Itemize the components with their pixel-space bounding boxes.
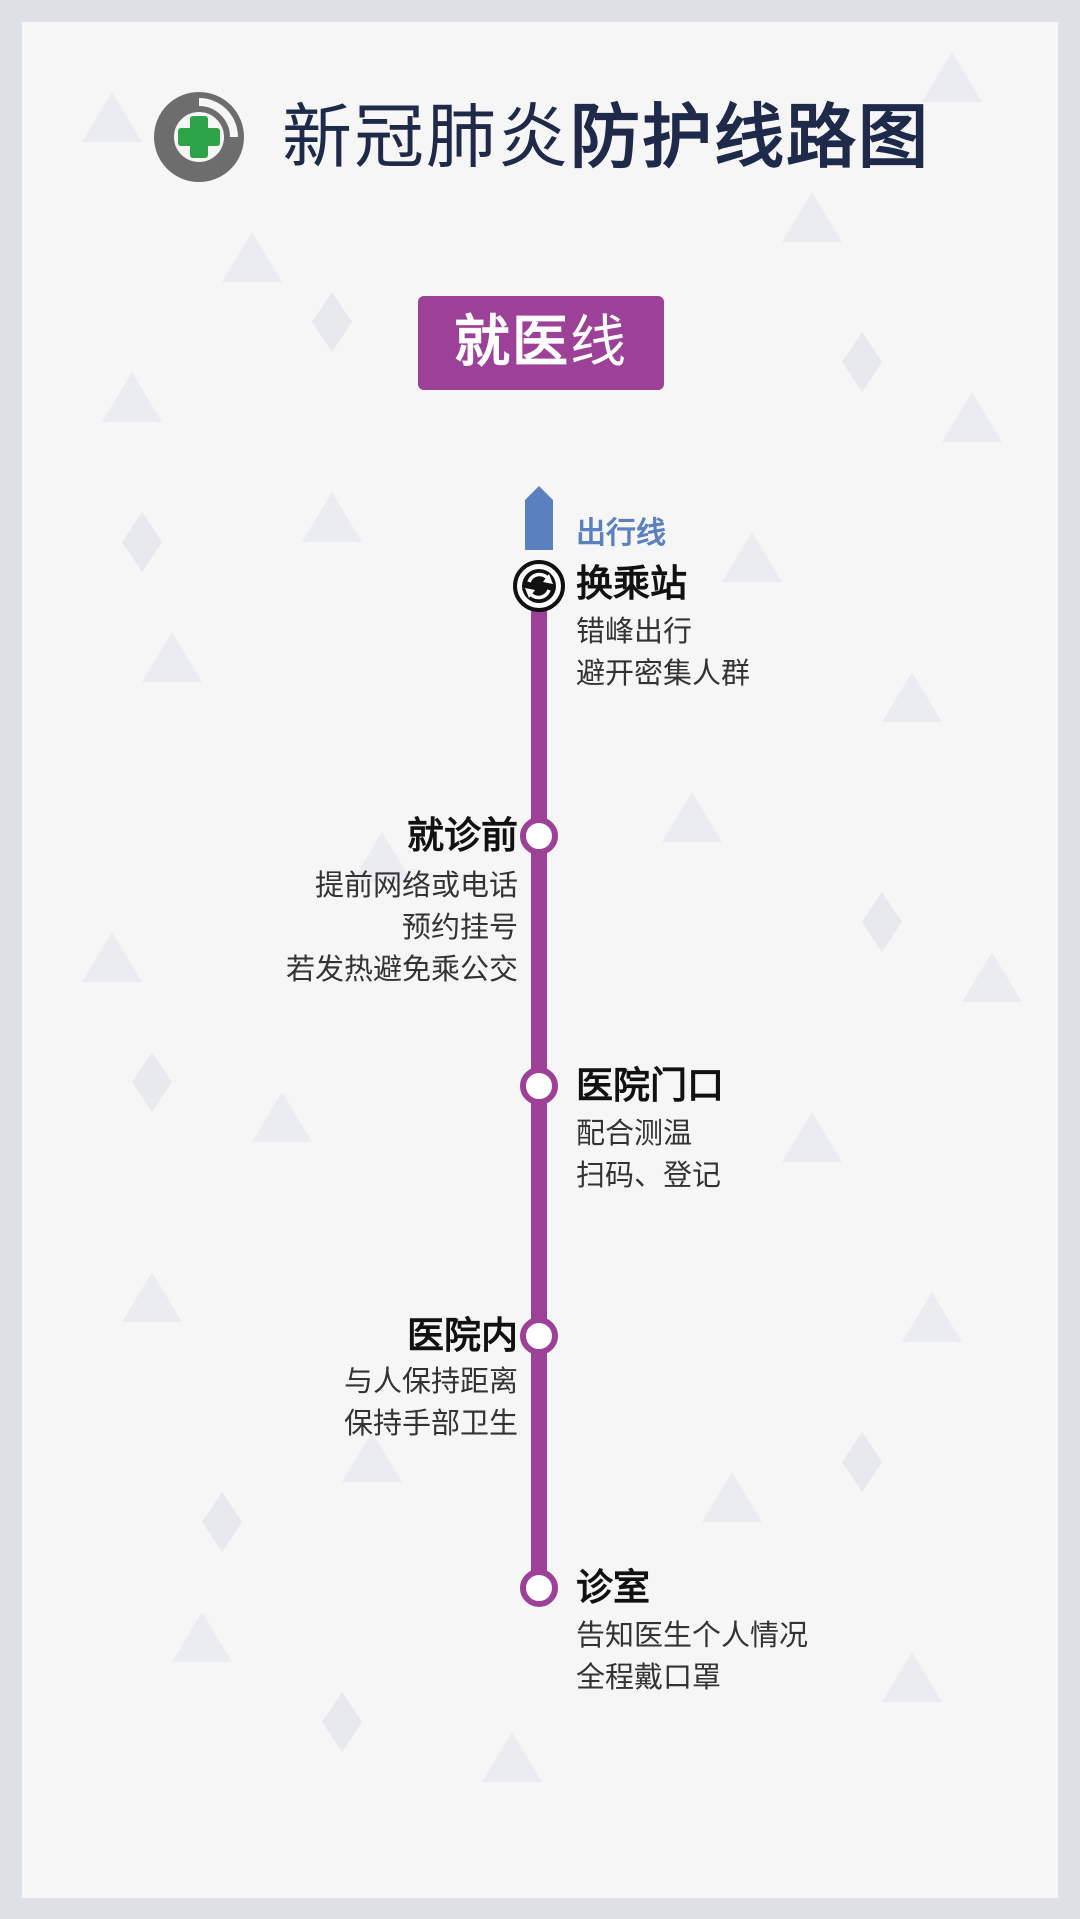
station-circle-4 — [520, 1317, 558, 1355]
transfer-icon — [513, 560, 565, 612]
stop-title-consulting-room: 诊室 — [576, 1566, 650, 1609]
stop-desc-line: 避开密集人群 — [576, 656, 751, 690]
stop-desc-line: 错峰出行 — [576, 614, 693, 648]
stop-title-before-visit: 就诊前 — [407, 814, 518, 857]
stop-desc-line: 提前网络或电话 — [314, 868, 518, 902]
stop-desc-line: 扫码、登记 — [576, 1158, 722, 1192]
up-line-label: 出行线 — [576, 516, 666, 551]
up-arrow — [525, 486, 553, 550]
infographic-card: 新冠肺炎防护线路图 就医线 出行线 换乘站 错峰出行 避开密集人群 就诊前 提前… — [22, 22, 1058, 1898]
line-badge: 就医线 — [418, 296, 664, 390]
station-circle-2 — [520, 817, 558, 855]
stop-desc-line: 若发热避免乘公交 — [285, 952, 518, 986]
stop-desc-line: 全程戴口罩 — [576, 1660, 722, 1694]
page-title: 新冠肺炎防护线路图 — [282, 90, 930, 184]
stop-title-in-hospital: 医院内 — [407, 1314, 518, 1357]
stop-desc-line: 告知医生个人情况 — [576, 1618, 809, 1652]
stop-desc-line: 预约挂号 — [401, 910, 518, 944]
stop-desc-line: 配合测温 — [576, 1116, 693, 1150]
stop-desc-line: 与人保持距离 — [343, 1364, 518, 1398]
badge-part-2: 线 — [570, 310, 628, 375]
header: 新冠肺炎防护线路图 — [152, 82, 930, 192]
stop-title-transfer: 换乘站 — [576, 562, 687, 605]
plus-circle-icon — [154, 92, 244, 182]
title-part-1: 新冠肺炎 — [282, 96, 570, 178]
stop-title-hospital-entrance: 医院门口 — [576, 1064, 724, 1107]
stop-desc-line: 保持手部卫生 — [343, 1406, 518, 1440]
station-circle-3 — [520, 1067, 558, 1105]
route-diagram — [513, 486, 565, 1607]
station-circle-5 — [520, 1569, 558, 1607]
title-part-2: 防护线路图 — [570, 96, 930, 178]
badge-part-1: 就医 — [454, 310, 570, 375]
background-triangle-pattern — [82, 52, 1022, 1782]
